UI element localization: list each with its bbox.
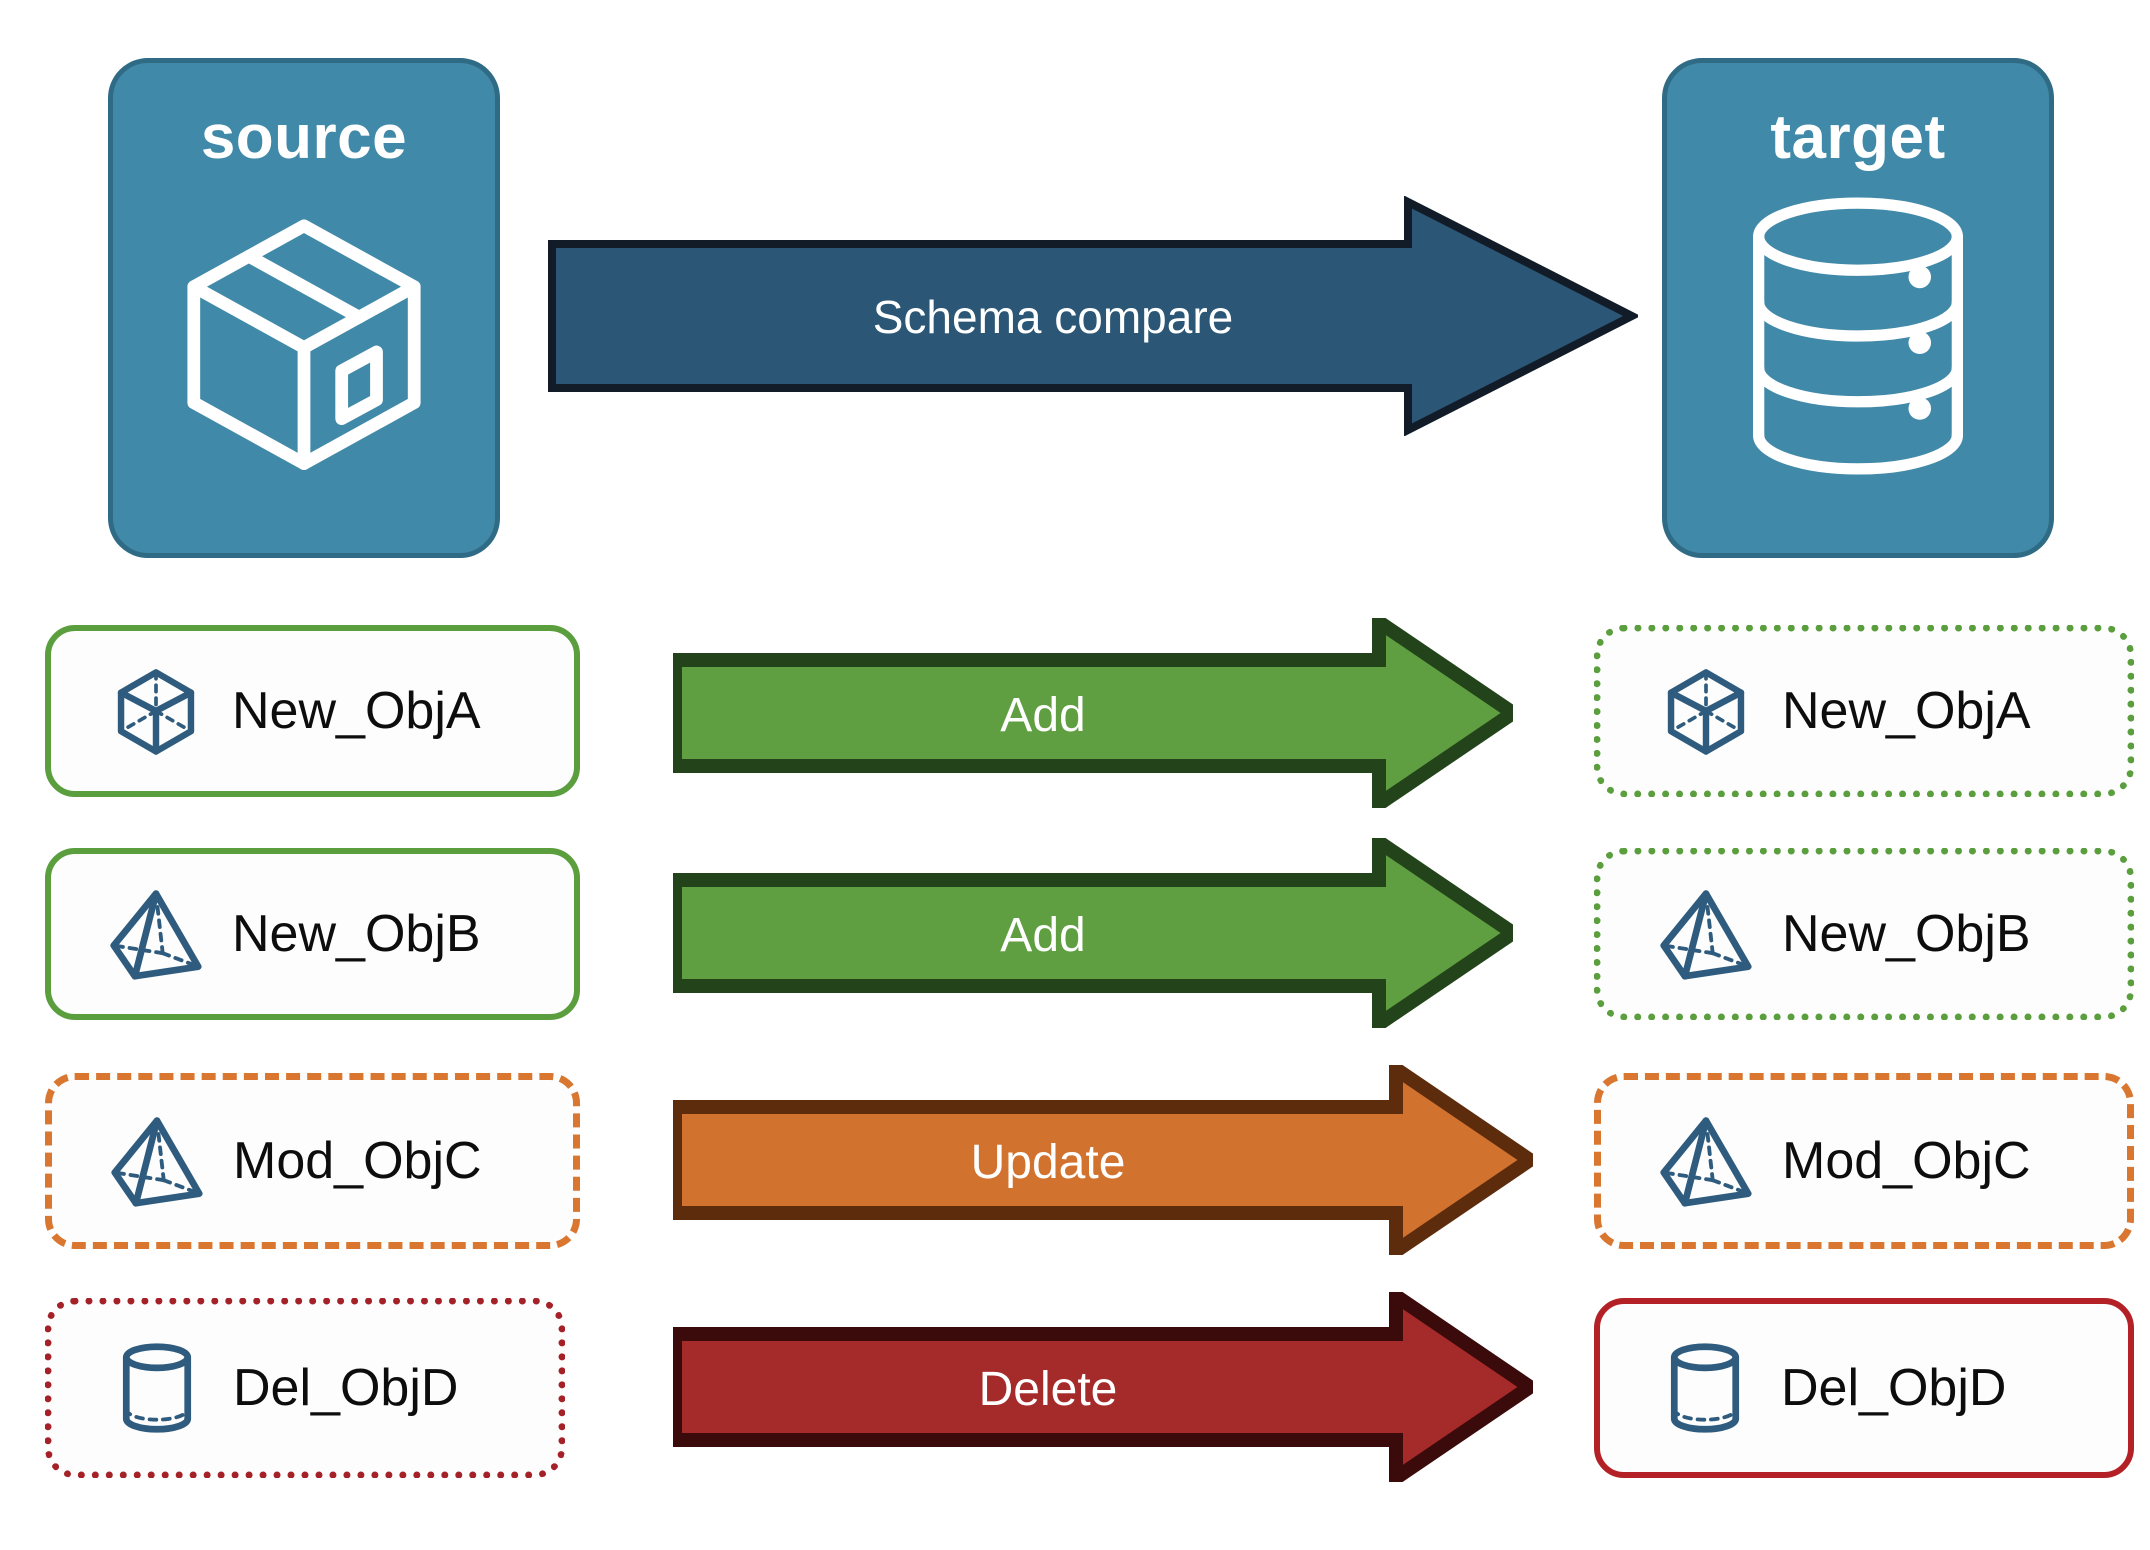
add-label-row1: Add: [1000, 689, 1086, 742]
wireframe-cylinder-icon: [107, 1338, 207, 1438]
source-chip-new-obja[interactable]: New_ObjA: [45, 625, 580, 797]
add-arrow-row1[interactable]: [673, 618, 1513, 808]
source-chip-new-objb[interactable]: New_ObjB: [45, 848, 580, 1020]
chip-label: Mod_ObjC: [1782, 1132, 2031, 1190]
chip-label: Del_ObjD: [233, 1359, 459, 1417]
wireframe-pyramid-icon: [1656, 884, 1756, 984]
chip-label: New_ObjA: [1782, 682, 2031, 740]
source-endpoint-card[interactable]: source: [108, 58, 500, 558]
schema-compare-arrow[interactable]: [548, 195, 1641, 437]
target-chip-new-obja[interactable]: New_ObjA: [1594, 625, 2134, 797]
add-arrow-row2[interactable]: [673, 838, 1513, 1028]
wireframe-cube-icon: [106, 661, 206, 761]
chip-label: New_ObjA: [232, 682, 481, 740]
source-title: source: [200, 103, 408, 172]
delete-arrow-row4[interactable]: [673, 1292, 1533, 1482]
target-chip-new-objb[interactable]: New_ObjB: [1594, 848, 2134, 1020]
chip-label: New_ObjB: [1782, 905, 2031, 963]
wireframe-pyramid-icon: [107, 1111, 207, 1211]
source-chip-del-objd[interactable]: Del_ObjD: [45, 1298, 565, 1478]
add-label-row2: Add: [1000, 909, 1086, 962]
target-endpoint-card[interactable]: target: [1662, 58, 2054, 558]
target-title: target: [1770, 103, 1946, 172]
chip-label: Mod_ObjC: [233, 1132, 482, 1190]
target-chip-mod-objc[interactable]: Mod_ObjC: [1594, 1073, 2134, 1249]
wireframe-pyramid-icon: [1656, 1111, 1756, 1211]
database-cylinder-icon: [1723, 191, 1993, 486]
chip-label: Del_ObjD: [1781, 1359, 2007, 1417]
wireframe-cylinder-icon: [1655, 1338, 1755, 1438]
source-chip-mod-objc[interactable]: Mod_ObjC: [45, 1073, 580, 1249]
delete-label-row4: Delete: [978, 1363, 1118, 1416]
target-chip-del-objd[interactable]: Del_ObjD: [1594, 1298, 2134, 1478]
update-arrow-row3[interactable]: [673, 1065, 1533, 1255]
update-label-row3: Update: [970, 1136, 1126, 1189]
schema-compare-label: Schema compare: [872, 291, 1234, 343]
wireframe-cube-icon: [1656, 661, 1756, 761]
wireframe-pyramid-icon: [106, 884, 206, 984]
package-box-icon: [159, 191, 449, 486]
chip-label: New_ObjB: [232, 905, 481, 963]
